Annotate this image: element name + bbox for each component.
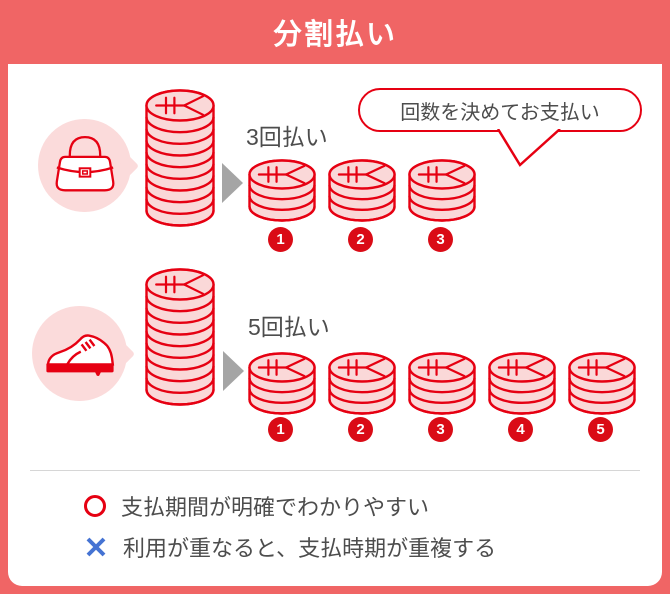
- merit-text: 支払期間が明確でわかりやすい: [121, 495, 430, 520]
- product-bubble-shoe: [32, 306, 136, 401]
- installment-count-label: 5回払い: [248, 314, 330, 340]
- yen-coin-stack-small: [408, 159, 476, 222]
- payment-number-badge: 3: [428, 227, 453, 252]
- payment-number-badge: 3: [428, 417, 453, 442]
- yen-coin-stack-small: [248, 159, 316, 222]
- right-arrow-icon: [223, 351, 244, 391]
- yen-coin-stack-small: [328, 352, 396, 415]
- yen-coin-stack-small: [408, 352, 476, 415]
- page-title: 分割払い: [272, 19, 397, 51]
- payment-number-badge: 5: [588, 417, 613, 442]
- yen-coin-stack-small: [488, 352, 556, 415]
- shoe-icon: [45, 333, 114, 376]
- speech-bubble: 回数を決めてお支払い: [358, 88, 642, 132]
- demerit-text: 利用が重なると、支払時期が重複する: [123, 536, 497, 561]
- payment-number-badge: 2: [348, 417, 373, 442]
- yen-coin-stack-small: [328, 159, 396, 222]
- yen-coin-stack-small: [248, 352, 316, 415]
- right-arrow-icon: [222, 163, 243, 203]
- yen-coin-stack-large: [145, 268, 215, 406]
- handbag-icon: [55, 135, 114, 191]
- payment-number-badge: 1: [268, 417, 293, 442]
- installment-count-label: 3回払い: [246, 124, 328, 150]
- product-bubble-handbag: [38, 119, 140, 212]
- notes-list: 支払期間が明確でわかりやすい 利用が重なると、支払時期が重複する: [84, 492, 496, 561]
- divider: [30, 470, 640, 471]
- yen-coin-stack-small: [568, 352, 636, 415]
- payment-number-badge: 4: [508, 417, 533, 442]
- speech-bubble-tail-icon: [496, 129, 561, 167]
- payment-number-badge: 1: [268, 227, 293, 252]
- merit-item: 支払期間が明確でわかりやすい: [84, 492, 496, 520]
- content-panel: 3回払い 1 2 3 回数を決めてお支払い 5回払い: [8, 64, 662, 586]
- circle-merit-icon: [84, 495, 106, 517]
- cross-demerit-icon: [86, 537, 106, 557]
- yen-coin-stack-large: [145, 89, 215, 227]
- demerit-item: 利用が重なると、支払時期が重複する: [84, 533, 496, 561]
- speech-bubble-text: 回数を決めてお支払い: [400, 101, 600, 124]
- payment-number-badge: 2: [348, 227, 373, 252]
- header: 分割払い: [0, 0, 670, 64]
